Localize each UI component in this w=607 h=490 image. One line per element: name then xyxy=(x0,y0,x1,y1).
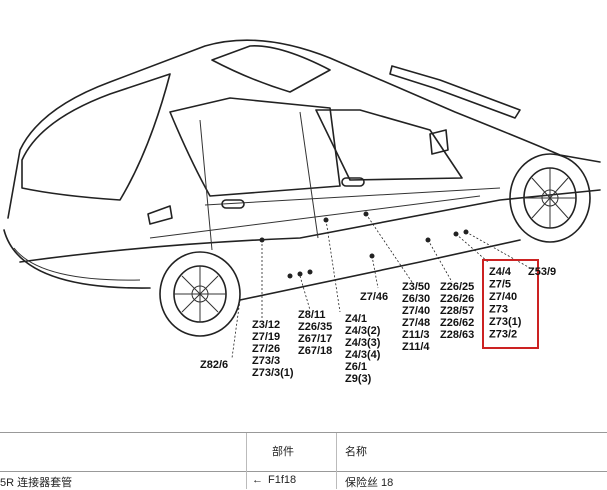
rear-wheel xyxy=(159,251,241,337)
callout-z2625group: Z26/25 Z26/26 Z28/57 Z26/62 Z28/63 xyxy=(440,281,477,341)
callout-z44group: Z4/4 Z7/5 Z7/40 Z73 Z73(1) Z73/2 xyxy=(489,266,524,341)
callout-z8group: Z8/11 Z26/35 Z67/17 Z67/18 xyxy=(298,309,335,357)
highlight-box xyxy=(482,259,539,349)
leader-lines xyxy=(231,213,531,359)
callout-z82: Z82/6 xyxy=(200,359,228,371)
callout-z746: Z7/46 xyxy=(360,291,388,303)
callout-z539: Z53/9 xyxy=(528,266,556,278)
callout-z350group: Z3/50 Z6/30 Z7/40 Z7/48 Z11/3 Z11/4 xyxy=(402,281,433,353)
callout-labels: Z82/6 Z3/12 Z7/19 Z7/26 Z73/3 Z73/3(1) Z… xyxy=(200,266,556,385)
header-name: 名称 xyxy=(345,446,367,458)
car-body xyxy=(3,39,601,301)
callout-z3group: Z3/12 Z7/19 Z7/26 Z73/3 Z73/3(1) xyxy=(252,319,294,379)
header-part: 部件 xyxy=(272,446,294,458)
row-description: 5R 连接器套管 xyxy=(0,477,73,489)
table-row: 5R 连接器套管 ← F1f18 保险丝 18 xyxy=(0,473,607,489)
col-divider xyxy=(246,433,247,489)
car-wiring-diagram: Z82/6 Z3/12 Z7/19 Z7/26 Z73/3 Z73/3(1) Z… xyxy=(3,39,601,385)
row-arrow-icon: ← xyxy=(252,474,263,486)
table-header: 部件 名称 xyxy=(0,433,607,472)
parts-table: 部件 名称 5R 连接器套管 ← F1f18 保险丝 18 xyxy=(0,432,607,489)
callout-z4group: Z4/1 Z4/3(2) Z4/3(3) Z4/3(4) Z6/1 Z9(3) xyxy=(345,313,384,385)
row-name: 保险丝 18 xyxy=(345,477,394,489)
connector-points xyxy=(259,211,469,279)
col-divider xyxy=(336,433,337,489)
front-wheel xyxy=(509,153,591,243)
row-part: F1f18 xyxy=(268,474,297,486)
